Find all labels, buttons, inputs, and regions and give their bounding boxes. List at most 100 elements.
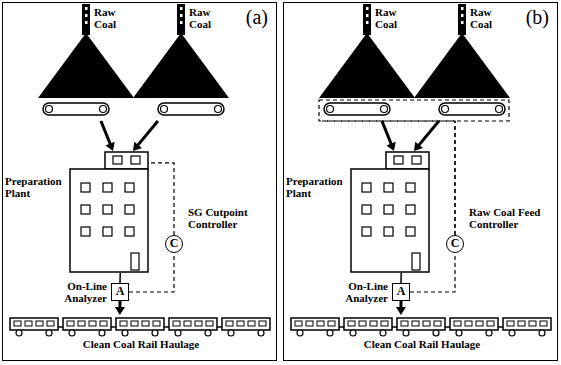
tower-light — [85, 21, 88, 24]
plant-window — [406, 227, 415, 236]
arrow-head — [115, 307, 125, 315]
coal-flow-arrow — [401, 273, 402, 283]
stacker-tower — [458, 4, 466, 35]
belt-pulley — [327, 106, 334, 113]
car-panel — [36, 321, 43, 326]
coal-flow-arrow — [101, 121, 115, 151]
controller-circle: CSG Cutpoint Controller — [165, 235, 183, 253]
feed-control-outline — [319, 100, 509, 121]
rail-haulage-train: Clean Coal Rail Haulage — [9, 315, 273, 353]
car-wheel — [433, 330, 439, 336]
car-wheel — [403, 330, 409, 336]
tower-light — [366, 14, 369, 17]
car-wheel — [99, 330, 105, 336]
car-wheel — [380, 330, 386, 336]
plant-label: Preparation Plant — [5, 175, 65, 200]
car-panel — [248, 321, 255, 326]
rail-car — [450, 318, 498, 330]
car-panel — [195, 321, 202, 326]
rail-car — [10, 318, 58, 330]
car-panel — [206, 321, 213, 326]
pile-art — [31, 3, 141, 121]
car-panel — [359, 321, 366, 326]
pile-art — [407, 3, 517, 121]
car-panel — [370, 321, 377, 326]
ana-label: On-Line Analyzer — [47, 280, 107, 305]
car-panel — [381, 321, 388, 326]
car-panel — [328, 321, 335, 326]
diagram-panel: (b)Raw CoalRaw CoalPreparation PlantCRaw… — [283, 2, 558, 361]
car-panel — [348, 321, 355, 326]
car-panel — [67, 321, 74, 326]
car-panel — [100, 321, 107, 326]
connector-line — [400, 273, 402, 283]
coal-stockpile — [319, 33, 415, 98]
hopper-window — [412, 156, 421, 164]
stacker-tower — [177, 4, 185, 35]
coal-flow-arrow — [115, 301, 125, 315]
plant-window — [81, 227, 90, 236]
car-panel — [120, 321, 127, 326]
rail-label: Clean Coal Rail Haulage — [9, 338, 273, 350]
plant-door — [412, 253, 420, 270]
car-panel — [476, 321, 483, 326]
plant-door — [131, 253, 139, 270]
belt-pulley — [496, 106, 503, 113]
coal-flow-arrow — [396, 301, 406, 315]
rail-car — [344, 318, 392, 330]
plant-window — [384, 183, 393, 192]
car-wheel — [122, 330, 128, 336]
rail-haulage-train: Clean Coal Rail Haulage — [290, 315, 554, 353]
plant-art — [350, 151, 430, 273]
plant-window — [362, 205, 371, 214]
car-panel — [78, 321, 85, 326]
tower-light — [461, 21, 464, 24]
tower-light — [366, 21, 369, 24]
car-panel — [465, 321, 472, 326]
car-panel — [237, 321, 244, 326]
car-wheel — [539, 330, 545, 336]
coal-flow-arrow — [382, 121, 396, 151]
plant-window — [81, 183, 90, 192]
connector-line — [118, 301, 121, 308]
car-wheel — [228, 330, 234, 336]
connector-line — [382, 121, 391, 145]
symbol-letter: A — [393, 284, 409, 300]
rail-car — [169, 318, 217, 330]
plant-window — [406, 205, 415, 214]
rail-car — [503, 318, 551, 330]
symbol-letter: C — [447, 236, 463, 252]
car-panel — [412, 321, 419, 326]
tower-light — [461, 7, 464, 10]
car-wheel — [456, 330, 462, 336]
ctrl-label: Raw Coal Feed Controller — [469, 206, 555, 231]
car-panel — [454, 321, 461, 326]
belt-pulley — [100, 106, 107, 113]
car-panel — [295, 321, 302, 326]
car-panel — [226, 321, 233, 326]
connector-line — [101, 121, 110, 145]
car-panel — [434, 321, 441, 326]
belt-pulley — [46, 106, 53, 113]
conveyor-belt — [43, 103, 109, 115]
car-panel — [14, 321, 21, 326]
connector-line — [399, 301, 402, 308]
connector-line — [119, 273, 121, 283]
car-wheel — [69, 330, 75, 336]
rail-car — [291, 318, 339, 330]
coal-flow-arrow — [414, 121, 439, 151]
ana-label: On-Line Analyzer — [328, 280, 388, 305]
coal-stockpile — [133, 33, 229, 98]
tower-light — [180, 7, 183, 10]
car-panel — [173, 321, 180, 326]
car-panel — [184, 321, 191, 326]
control-signal-line — [454, 121, 455, 235]
car-wheel — [509, 330, 515, 336]
car-panel — [89, 321, 96, 326]
car-panel — [25, 321, 32, 326]
feed-hopper — [386, 152, 429, 169]
raw-coal-pile: Raw Coal — [126, 3, 236, 121]
rail-label: Clean Coal Rail Haulage — [290, 338, 554, 350]
plant-window — [103, 205, 112, 214]
preparation-plant: Preparation Plant — [69, 151, 149, 273]
